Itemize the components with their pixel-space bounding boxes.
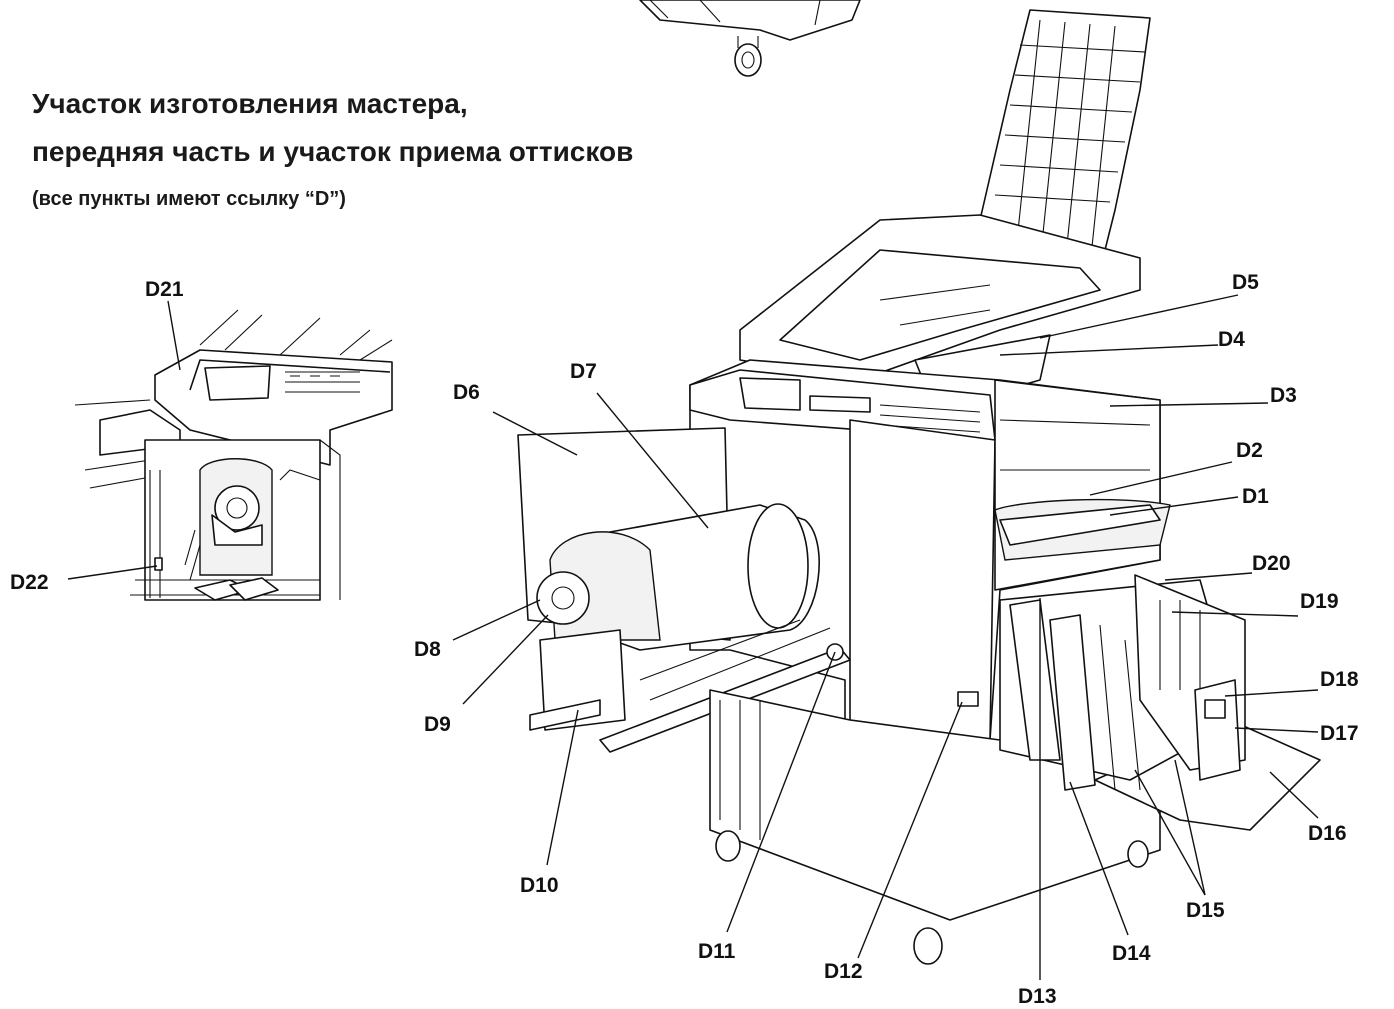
callout-d12: D12 [824,960,863,983]
inset-detail [74,309,393,601]
callout-d2: D2 [1236,439,1263,462]
heading-line-2: передняя часть и участок приема оттисков [32,136,634,167]
leader-d14 [1069,781,1129,936]
leader-d9 [462,614,549,705]
callout-d4: D4 [1218,328,1245,351]
callout-d13: D13 [1018,985,1057,1008]
callout-d3: D3 [1270,384,1297,407]
leader-d15b [1174,759,1206,896]
leader-d16 [1269,771,1319,819]
callout-d6: D6 [453,381,480,404]
leader-d1 [1109,496,1239,516]
leader-d5 [1039,294,1239,339]
leader-d6 [492,411,578,456]
callout-d18: D18 [1320,668,1359,691]
callout-d5: D5 [1232,271,1259,294]
leader-lines [67,294,1319,980]
leader-d3 [1109,402,1269,407]
leader-d11 [726,651,836,933]
leader-d21 [167,300,181,371]
callout-d14: D14 [1112,942,1151,965]
callout-d19: D19 [1300,590,1339,613]
leader-d19 [1171,611,1299,617]
leader-d12 [857,701,963,959]
callout-d8: D8 [414,638,441,661]
leader-d8 [452,599,541,641]
callout-d7: D7 [570,360,597,383]
main-machine [517,9,1321,965]
callout-d21: D21 [145,278,184,301]
heading-note: (все пункты имеют ссылку “D”) [32,188,346,210]
callout-d11: D11 [698,940,736,963]
callout-d15: D15 [1186,899,1225,922]
callout-labels: D21 D22 D5 D4 D3 D2 D1 D20 D19 D18 D17 D… [10,271,1359,1008]
callout-d20: D20 [1252,552,1291,575]
leader-d20 [1164,572,1253,581]
leader-d10 [546,709,579,866]
callout-d17: D17 [1320,722,1359,745]
leader-d7 [596,392,709,529]
leader-d4 [999,344,1219,356]
leader-d17 [1234,727,1319,733]
upper-unit-stub [639,0,861,77]
callout-d1: D1 [1242,485,1269,508]
leader-d18 [1224,689,1319,697]
heading-line-1: Участок изготовления мастера, [32,88,468,119]
leader-d15a [1134,769,1206,896]
callout-d22: D22 [10,571,49,594]
callout-d10: D10 [520,874,559,897]
callout-d16: D16 [1308,822,1347,845]
callout-d9: D9 [424,713,451,736]
leader-d2 [1089,461,1233,496]
leader-d22 [67,565,158,580]
